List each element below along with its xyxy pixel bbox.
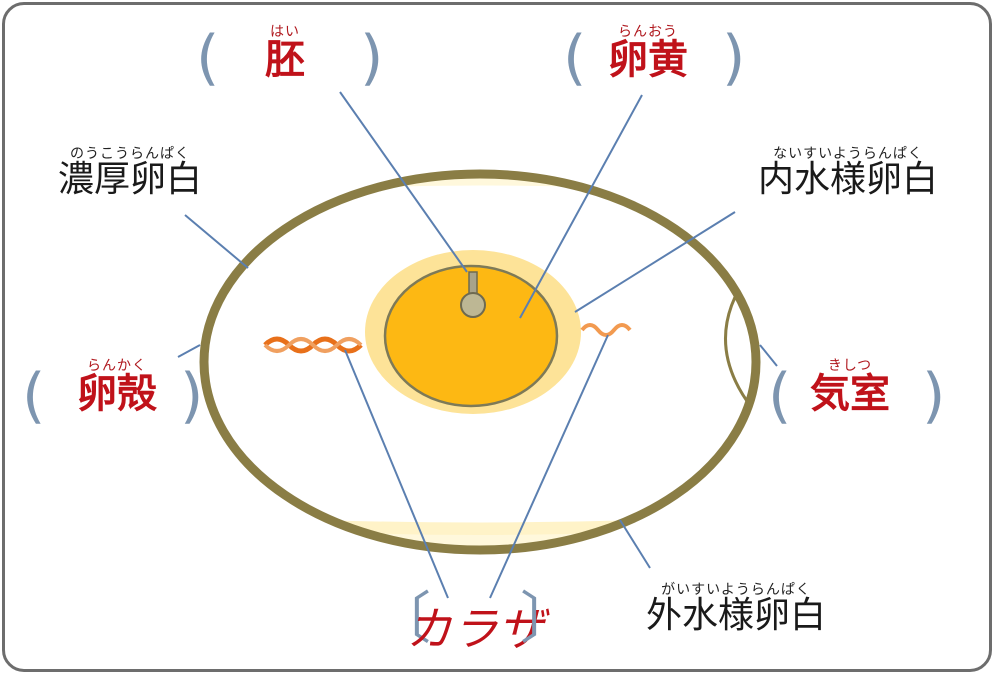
label-ranou-ruby: らんおう: [618, 24, 678, 40]
label-hai-text: 胚: [265, 37, 305, 83]
chalaza-right: [580, 323, 632, 337]
label-rankaku-text: 卵殻: [77, 371, 157, 417]
bracket-open-hai: (: [196, 23, 220, 93]
bracket-open-kishitsu: (: [768, 361, 792, 431]
label-noukou-ruby: のうこうらんぱく: [70, 146, 190, 162]
bracket-close-karaza: 〕: [520, 587, 576, 652]
germinal-disc: [460, 292, 486, 318]
label-rankaku: らんかく 卵殻: [62, 358, 172, 414]
bracket-open-rankaku: (: [22, 361, 46, 431]
label-rankaku-ruby: らんかく: [87, 358, 147, 374]
bracket-open-ranou: (: [563, 23, 587, 93]
label-ranou-text: 卵黄: [608, 37, 688, 83]
label-naisui-ruby: ないすいようらんぱく: [773, 146, 923, 162]
bracket-close-rankaku: ): [180, 361, 204, 431]
label-hai: はい 胚: [255, 24, 315, 80]
label-hai-ruby: はい: [270, 24, 300, 40]
bracket-close-ranou: ): [722, 23, 746, 93]
bracket-close-kishitsu: ): [922, 361, 946, 431]
egg-shell: [199, 169, 761, 555]
label-kishitsu: きしつ 気室: [795, 358, 905, 414]
leader-lines: [177, 91, 778, 599]
label-gaisui-text: 外水様卵白: [645, 595, 826, 636]
label-naisui-text: 内水様卵白: [757, 159, 938, 200]
label-gaisui: がいすいようらんぱく 外水様卵白: [636, 582, 836, 634]
label-kishitsu-text: 気室: [810, 371, 890, 417]
bracket-open-karaza: 〔: [375, 587, 431, 652]
label-gaisui-ruby: がいすいようらんぱく: [661, 582, 811, 598]
label-kishitsu-ruby: きしつ: [827, 358, 873, 374]
label-karaza: カラザ: [400, 606, 550, 652]
label-karaza-text: カラザ: [406, 602, 544, 656]
label-noukou-text: 濃厚卵白: [57, 159, 202, 200]
yolk: [383, 264, 559, 408]
label-naisui: ないすいようらんぱく 内水様卵白: [748, 146, 948, 198]
label-noukou: のうこうらんぱく 濃厚卵白: [50, 146, 210, 198]
label-ranou: らんおう 卵黄: [598, 24, 698, 80]
chalaza-left-strand-b: [263, 337, 363, 353]
bracket-close-hai: ): [360, 23, 384, 93]
